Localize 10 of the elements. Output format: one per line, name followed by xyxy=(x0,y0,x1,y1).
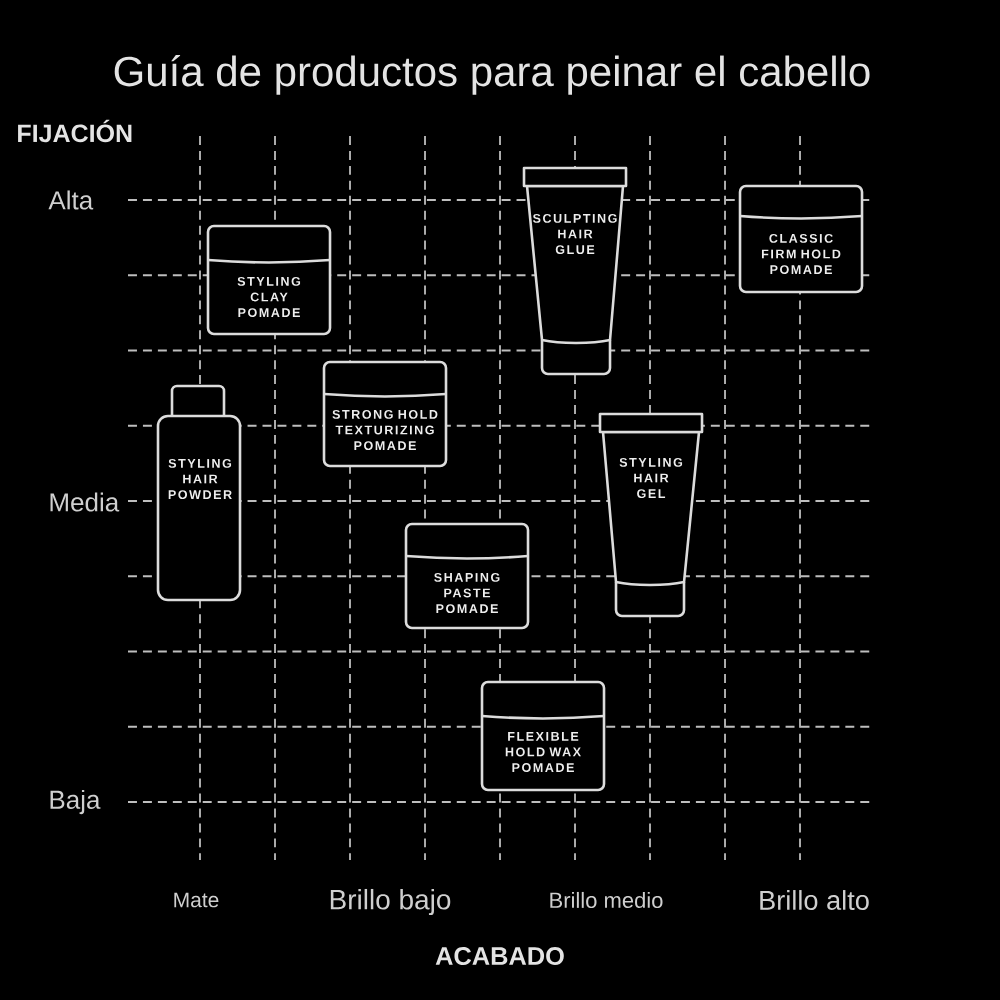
axis-label: Media xyxy=(50,492,120,512)
axis-label: Mate xyxy=(174,892,219,908)
axis-label: Brillo medio xyxy=(550,891,663,909)
axis-title: FIJACIÓN xyxy=(18,119,132,143)
axis-label: Baja xyxy=(50,789,101,815)
axis-title: ACABADO xyxy=(435,947,564,965)
axis-label: Brillo bajo xyxy=(330,888,451,916)
axis-label: Brillo alto xyxy=(760,890,869,910)
title: Guía de productos para peinar el cabello xyxy=(114,55,870,95)
axis-label: Alta xyxy=(48,190,94,210)
